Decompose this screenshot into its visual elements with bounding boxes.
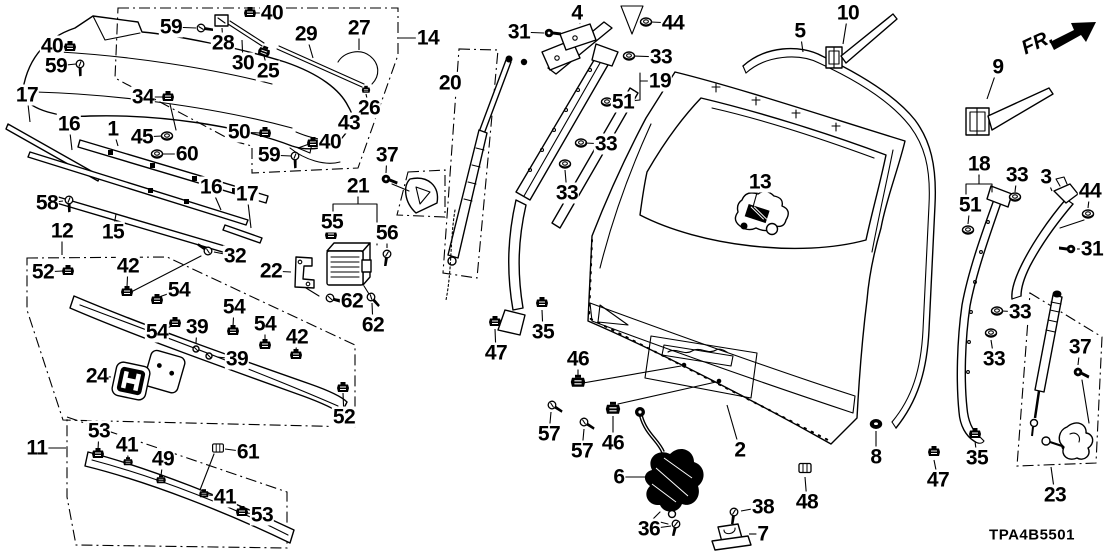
leader-line-33 — [1001, 310, 1021, 313]
tailgate-spoiler — [21, 15, 354, 164]
leader-line-41 — [126, 444, 129, 459]
leader-line-23 — [1050, 466, 1056, 496]
fasteners — [61, 6, 1095, 537]
strut-left-box — [442, 48, 499, 279]
license-garnish — [84, 451, 295, 544]
leader-line-47 — [494, 328, 497, 354]
leader-line-35 — [541, 309, 544, 333]
leader-line-52 — [342, 392, 345, 418]
striker — [711, 523, 752, 551]
leader-line-49 — [160, 458, 164, 477]
leader-line-4 — [576, 12, 581, 25]
tailgate-control-unit — [326, 242, 372, 286]
leader-line-37 — [1077, 346, 1081, 366]
leader-line-57 — [548, 411, 552, 435]
leader-line-36 — [648, 525, 672, 530]
leader-line-17 — [26, 94, 31, 123]
gas-strut-left — [445, 55, 528, 301]
leader-line-16 — [68, 123, 73, 151]
leader-line-26 — [365, 93, 370, 109]
leader-line-44 — [650, 21, 674, 24]
hinge-upper-bracket — [541, 5, 644, 75]
tailgate-panel — [587, 71, 906, 445]
leader-line-1 — [112, 128, 119, 147]
leader-line-33 — [633, 55, 662, 58]
leader-line-62 — [371, 302, 374, 326]
gas-strut-right — [1029, 290, 1094, 460]
fr-arrow: FR. — [1018, 22, 1096, 59]
leader-line-59 — [55, 63, 77, 67]
leader-line-47 — [933, 459, 939, 481]
spoiler-group-box — [114, 7, 399, 174]
leader-line-33 — [990, 339, 995, 360]
leader-line-25 — [263, 55, 269, 72]
side-stay-left — [497, 43, 639, 336]
leader-line-52 — [42, 270, 64, 273]
leader-line-28 — [221, 27, 224, 44]
fr-label: FR. — [1018, 26, 1056, 60]
leader-line-51 — [967, 204, 971, 225]
side-stay-right-3 — [1011, 176, 1079, 300]
leader-line-16 — [210, 186, 222, 211]
leader-line-59 — [170, 26, 197, 29]
leader-line-54 — [232, 306, 235, 328]
leader-line-10 — [842, 12, 849, 45]
weatherstrip — [742, 47, 937, 429]
leader-line-35 — [974, 440, 978, 459]
leader-line-2 — [726, 404, 741, 451]
leader-line-54 — [158, 289, 180, 298]
leader-line-24 — [96, 375, 112, 378]
hinge-garnish-right — [965, 87, 1054, 136]
leader-line-20 — [449, 82, 460, 87]
leader-line-33 — [1014, 174, 1018, 193]
boundary-boxes — [26, 7, 1103, 549]
leader-line-29 — [305, 33, 314, 59]
license-garnish-box — [66, 416, 288, 549]
leader-line-42 — [126, 265, 129, 288]
roof-strips — [5, 123, 269, 259]
wiper-motor — [734, 190, 789, 236]
static-leader-lines — [132, 72, 1090, 491]
leader-line-44 — [1087, 190, 1091, 209]
leader-line-45 — [141, 135, 163, 138]
leader-line-37 — [385, 154, 388, 174]
control-unit-bracket — [294, 256, 315, 289]
hinge-garnish-left — [825, 13, 898, 69]
leader-line-30 — [241, 39, 244, 64]
leader-line-42 — [295, 336, 298, 352]
leader-line-31 — [518, 31, 545, 34]
leader-line-39 — [195, 326, 198, 344]
leader-line-17 — [246, 193, 252, 229]
strut-right-box — [1016, 292, 1103, 467]
diagram-code: TPA4B5501 — [989, 526, 1075, 544]
spoiler-cords — [214, 14, 379, 88]
side-stay-right-18 — [956, 185, 1013, 444]
strut-lower-mount-box — [396, 169, 446, 218]
leader-line-57 — [581, 428, 585, 452]
leader-line-59 — [268, 154, 292, 157]
leader-line-38 — [740, 506, 764, 512]
strut-lower-mount — [404, 177, 439, 214]
leader-line-53 — [97, 430, 100, 451]
leader-line-22 — [270, 270, 292, 273]
leader-line-9 — [986, 66, 999, 100]
honda-emblem — [111, 361, 151, 401]
leader-line-61 — [224, 448, 249, 453]
leader-line-48 — [804, 476, 808, 503]
leader-line-33 — [564, 169, 568, 194]
latch-actuator — [635, 407, 704, 525]
leader-line-3 — [1045, 176, 1053, 192]
leader-line-50 — [238, 131, 261, 134]
